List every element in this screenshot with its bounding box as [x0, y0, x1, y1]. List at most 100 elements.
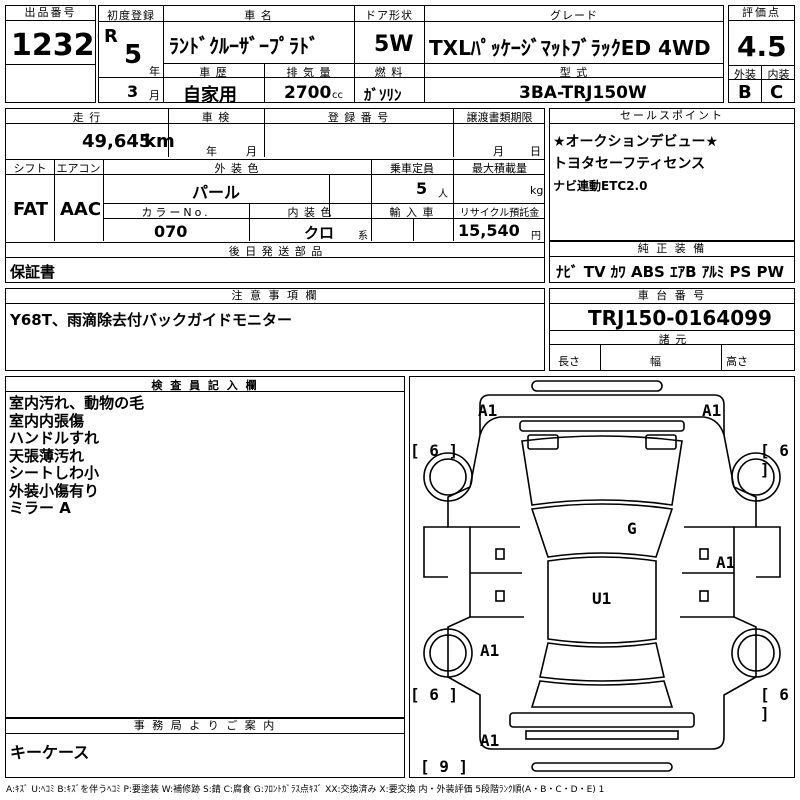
shift-label: シフト	[13, 162, 47, 175]
score: 4.5	[737, 30, 787, 63]
damage-diagram: A1 A1 [ 6 ] [ 6 ] G A1 U1 A1 [ 6 ] [ 6 ]…	[409, 376, 795, 778]
equipment-items: ﾅﾋﾞ TV ｶﾜ ABS ｴｱB ｱﾙﾐ PS PW	[556, 263, 785, 281]
inspector-note: 外装小傷有り	[9, 481, 100, 500]
transfer-month-unit: 月	[493, 145, 504, 158]
damage-u1: U1	[592, 589, 612, 608]
office-label: 事 務 局 よ り ご 案 内	[6, 719, 404, 734]
ext-color: パール	[192, 183, 241, 202]
damage-6-right-bottom: [ 6 ]	[760, 685, 789, 723]
history: 自家用	[183, 85, 237, 106]
ext-color-label: 外 装 色	[214, 162, 260, 175]
cc-unit: cc	[332, 90, 343, 101]
era: R	[104, 26, 118, 47]
legend: A:ｷｽﾞ U:ﾍｺﾐ B:ｷｽﾞを伴うﾍｺﾐ P:要塗装 W:補修跡 S:錆 …	[6, 785, 605, 795]
reg-no-label: 登 録 番 号	[327, 111, 390, 124]
lot-number-label: 出品番号	[6, 6, 95, 21]
insp-year-unit: 年	[206, 145, 217, 158]
inspector-note: ハンドルすれ	[9, 429, 100, 447]
inspector-note: ミラー A	[9, 499, 71, 517]
length-label: 長さ	[558, 355, 580, 368]
later-parts: 保証書	[10, 263, 56, 281]
load-label: 最大積載量	[472, 162, 527, 175]
damage-a1-rear: A1	[480, 731, 500, 750]
ac-label: エアコン	[56, 162, 101, 175]
damage-6-left-top: [ 6 ]	[410, 441, 459, 460]
office-box: 事 務 局 よ り ご 案 内 キーケース	[5, 718, 405, 778]
year-unit: 年	[149, 65, 160, 78]
person-unit: 人	[438, 189, 448, 200]
model-code: 3BA-TRJ150W	[519, 83, 647, 103]
color-no-label: カラーNo.	[141, 206, 211, 219]
car-name: ﾗﾝﾄﾞｸﾙｰｻﾞｰﾌﾟﾗﾄﾞ	[169, 34, 319, 58]
sales-points-label: セールスポイント	[550, 109, 794, 124]
kg-unit: kg	[530, 184, 544, 197]
damage-g: G	[627, 519, 637, 538]
displacement: 2700	[284, 83, 332, 103]
model-label: 型 式	[559, 66, 589, 79]
lot-number-box: 出品番号 12321	[5, 5, 115, 103]
damage-6-right-top: [ 6 ]	[760, 441, 789, 479]
office-text: キーケース	[10, 743, 90, 762]
fuel: ｶﾞｿﾘﾝ	[364, 86, 402, 104]
vehicle-header-box: 初度登録 車 名 ドア形状 グレード R 5 年 3 月 ﾗﾝﾄﾞｸﾙｰｻﾞｰﾌ…	[98, 5, 724, 106]
interior-grade: C	[770, 82, 784, 103]
width-label: 幅	[650, 355, 661, 368]
notice-text: Y68T、雨滴除去付バックガイドモニター	[10, 311, 292, 329]
reg-month: 3	[127, 82, 139, 101]
reg-year: 5	[124, 40, 143, 70]
recycle-label: リサイクル預託金	[459, 208, 540, 219]
ac: AAC	[60, 199, 102, 220]
chassis-box: 車 台 番 号 TRJ150-0164099 諸 元 長さ 幅 高さ	[549, 288, 795, 371]
inspector-note: 室内汚れ、動物の毛	[9, 394, 145, 412]
color-no: 070	[154, 222, 188, 241]
displacement-label: 排 気 量	[286, 66, 332, 79]
inspection-label: 車 検	[201, 111, 231, 124]
sales-line-1: ★オークションデビュー★	[553, 134, 719, 150]
history-label: 車 歴	[199, 66, 228, 79]
notice-box: 注 意 事 項 欄 Y68T、雨滴除去付バックガイドモニター	[5, 288, 545, 371]
later-parts-label: 後 日 発 送 部 品	[228, 245, 324, 258]
insp-month-unit: 月	[246, 145, 257, 158]
series-unit: 系	[358, 231, 368, 242]
yen-unit: 円	[531, 231, 541, 242]
transfer-label: 譲渡書類期限	[466, 111, 533, 124]
damage-a1-front-right: A1	[702, 401, 722, 420]
capacity: 5	[416, 179, 428, 198]
int-color: クロ	[304, 224, 335, 242]
inspector-note: 室内内張傷	[9, 411, 85, 430]
sales-line-2: トヨタセーフティセンス	[553, 156, 706, 172]
km-unit: km	[144, 131, 175, 152]
score-label: 評価点	[729, 6, 794, 21]
int-color-label: 内 装 色	[287, 206, 333, 219]
shift: FAT	[13, 199, 49, 220]
door-type: 5W	[374, 32, 414, 57]
interior-label: 内装	[767, 68, 790, 81]
mileage: 49,645	[82, 131, 152, 152]
import-label: 輸 入 車	[389, 206, 435, 219]
inspector-note: シートしわ小	[9, 464, 100, 482]
damage-6-left-bottom: [ 6 ]	[410, 685, 459, 704]
grade-label: グレード	[550, 9, 598, 22]
damage-a1-front-left: A1	[478, 401, 498, 420]
sales-points-box: セールスポイント ★オークションデビュー★ トヨタセーフティセンス ナビ連動ET…	[549, 108, 795, 241]
inspector-box: 検 査 員 記 入 欄 室内汚れ、動物の毛 室内内張傷 ハンドルすれ 天張薄汚れ…	[5, 376, 405, 718]
height-label: 高さ	[726, 355, 748, 368]
sales-line-3: ナビ連動ETC2.0	[553, 179, 648, 193]
damage-a1-left-low: A1	[480, 641, 500, 660]
first-reg-label: 初度登録	[107, 9, 155, 22]
exterior-label: 外装	[734, 68, 756, 81]
detail-box: 走 行 車 検 登 録 番 号 譲渡書類期限 49,645 km 年 月 月 日…	[5, 108, 545, 283]
recycle-fee: 15,540	[458, 221, 520, 240]
exterior-grade: B	[738, 82, 752, 103]
capacity-label: 乗車定員	[390, 162, 434, 175]
equipment-label: 純 正 装 備	[550, 242, 794, 257]
chassis-label: 車 台 番 号	[550, 289, 794, 304]
lot-number: 12321	[11, 28, 116, 63]
notice-label: 注 意 事 項 欄	[6, 289, 544, 304]
transfer-day-unit: 日	[530, 145, 541, 158]
inspector-label: 検 査 員 記 入 欄	[6, 377, 404, 392]
month-unit: 月	[149, 89, 160, 102]
grade: TXLﾊﾟｯｹｰｼﾞﾏｯﾄﾌﾞﾗｯｸED 4WD	[429, 36, 711, 60]
car-outline-drawing	[423, 380, 781, 772]
inspector-note: 天張薄汚れ	[9, 446, 85, 465]
